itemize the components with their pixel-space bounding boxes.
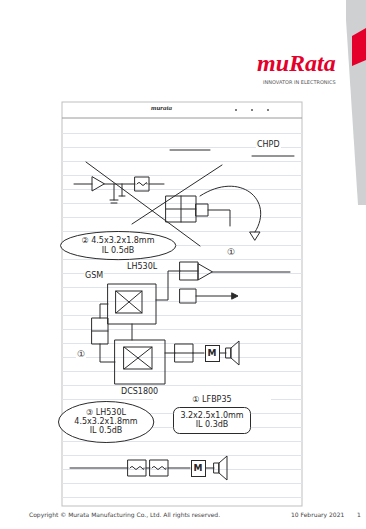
mixer-box: M xyxy=(205,345,220,362)
filter-symbol xyxy=(180,262,198,280)
corner-band xyxy=(346,0,366,205)
filter-divider xyxy=(175,353,193,354)
callout-box: ① LFBP353.2x2.5x1.0mm IL 0.3dB xyxy=(173,407,251,434)
node-body: 3.2x2.5x1.0mm IL 0.3dB xyxy=(177,411,247,429)
wire xyxy=(132,324,133,340)
wire xyxy=(100,304,108,318)
duplexer-hatch xyxy=(116,291,142,313)
logo-tagline: INNOVATOR IN ELECTRONICS xyxy=(262,80,337,86)
wire xyxy=(208,210,230,226)
duplexer-hatch xyxy=(124,347,152,369)
wire xyxy=(193,353,204,354)
wire xyxy=(196,296,232,297)
part-number: LH530L xyxy=(126,263,158,272)
wire xyxy=(70,468,128,469)
dot xyxy=(267,109,269,111)
speaker-cone xyxy=(219,456,227,480)
filter-symbol xyxy=(150,460,168,476)
speaker-symbol xyxy=(214,463,219,473)
logo-mark xyxy=(352,28,366,66)
gsm-module xyxy=(108,284,156,324)
cross-wire xyxy=(132,165,222,224)
filter-divider xyxy=(92,331,108,332)
wire xyxy=(168,468,190,469)
wire xyxy=(165,353,175,354)
node-text: M xyxy=(208,348,217,358)
date: 10 February 2021 xyxy=(290,512,345,519)
node-text: ③ LH530L 4.5x3.2x1.8mm IL 0.5dB xyxy=(73,408,139,436)
wire xyxy=(206,468,214,469)
duplexer-symbol xyxy=(124,347,152,369)
wire xyxy=(156,271,180,300)
node-body: ② 4.5x3.2x1.8mm IL 0.5dB xyxy=(78,236,158,254)
callout-ellipse: ② 4.5x3.2x1.8mm IL 0.5dB xyxy=(60,231,176,260)
callout-ellipse: ③ LH530L 4.5x3.2x1.8mm IL 0.5dB xyxy=(58,401,154,443)
dot xyxy=(235,109,237,111)
notebook-header: murata xyxy=(150,105,173,113)
wire xyxy=(74,184,92,185)
notebook-page xyxy=(62,102,302,506)
antenna-symbol xyxy=(250,232,260,240)
filter-wave xyxy=(130,467,144,470)
ground-symbol xyxy=(110,184,118,203)
header-dots xyxy=(235,109,269,111)
filter-wave xyxy=(152,467,166,470)
box-outline xyxy=(191,460,205,476)
hand-sketch xyxy=(70,150,294,480)
page-header-line xyxy=(62,118,302,119)
callout-heading: ① LFBP35 xyxy=(153,396,271,405)
node-text: M xyxy=(194,463,203,473)
amplifier-symbol xyxy=(198,264,212,280)
filter-symbol xyxy=(128,460,146,476)
wire xyxy=(170,150,210,151)
arrow-head xyxy=(232,293,238,299)
speaker-symbol xyxy=(226,348,231,358)
band-name: GSM xyxy=(84,272,104,281)
speaker-cone xyxy=(231,341,239,365)
node-body: M xyxy=(194,463,203,473)
wire xyxy=(146,468,150,469)
mixer-box: M xyxy=(191,460,206,477)
page-number: 1 xyxy=(356,512,362,519)
copyright-note: Copyright © Murata Manufacturing Co., Lt… xyxy=(28,512,221,519)
arc-wire xyxy=(200,186,261,232)
duplexer-divider xyxy=(166,196,196,222)
sheet-code-underline xyxy=(252,156,294,157)
ellipse-outline xyxy=(58,402,153,443)
dcs-module xyxy=(115,340,165,384)
filter-symbol xyxy=(175,344,193,362)
callout-number: ① xyxy=(76,350,86,360)
ruled-lines xyxy=(62,120,302,504)
amplifier-symbol xyxy=(92,177,104,191)
filter-divider xyxy=(180,271,198,272)
filter-symbol xyxy=(92,318,108,344)
filter-symbol xyxy=(180,289,196,303)
duplexer-symbol xyxy=(166,196,196,222)
wire xyxy=(220,353,226,354)
logo-wordmark: muRata xyxy=(256,50,337,76)
dot xyxy=(251,109,253,111)
box-outline xyxy=(205,345,219,361)
wire xyxy=(104,184,135,185)
callout-number: ① xyxy=(226,248,236,258)
box-outline xyxy=(174,407,251,433)
duplexer-symbol xyxy=(116,291,142,313)
wire xyxy=(149,184,164,185)
node-body: M xyxy=(208,348,217,358)
node-body: ③ LH530L 4.5x3.2x1.8mm IL 0.5dB xyxy=(73,408,139,436)
switch-symbol xyxy=(196,204,208,216)
wire xyxy=(100,344,115,362)
sheet-code: CHPD xyxy=(256,141,281,150)
ellipse-outline xyxy=(60,232,175,260)
wire xyxy=(212,272,290,273)
node-text: 3.2x2.5x1.0mm IL 0.3dB xyxy=(177,411,247,429)
node-text: ② 4.5x3.2x1.8mm IL 0.5dB xyxy=(78,236,158,254)
filter-symbol xyxy=(135,177,149,191)
filter-wave xyxy=(137,183,147,186)
